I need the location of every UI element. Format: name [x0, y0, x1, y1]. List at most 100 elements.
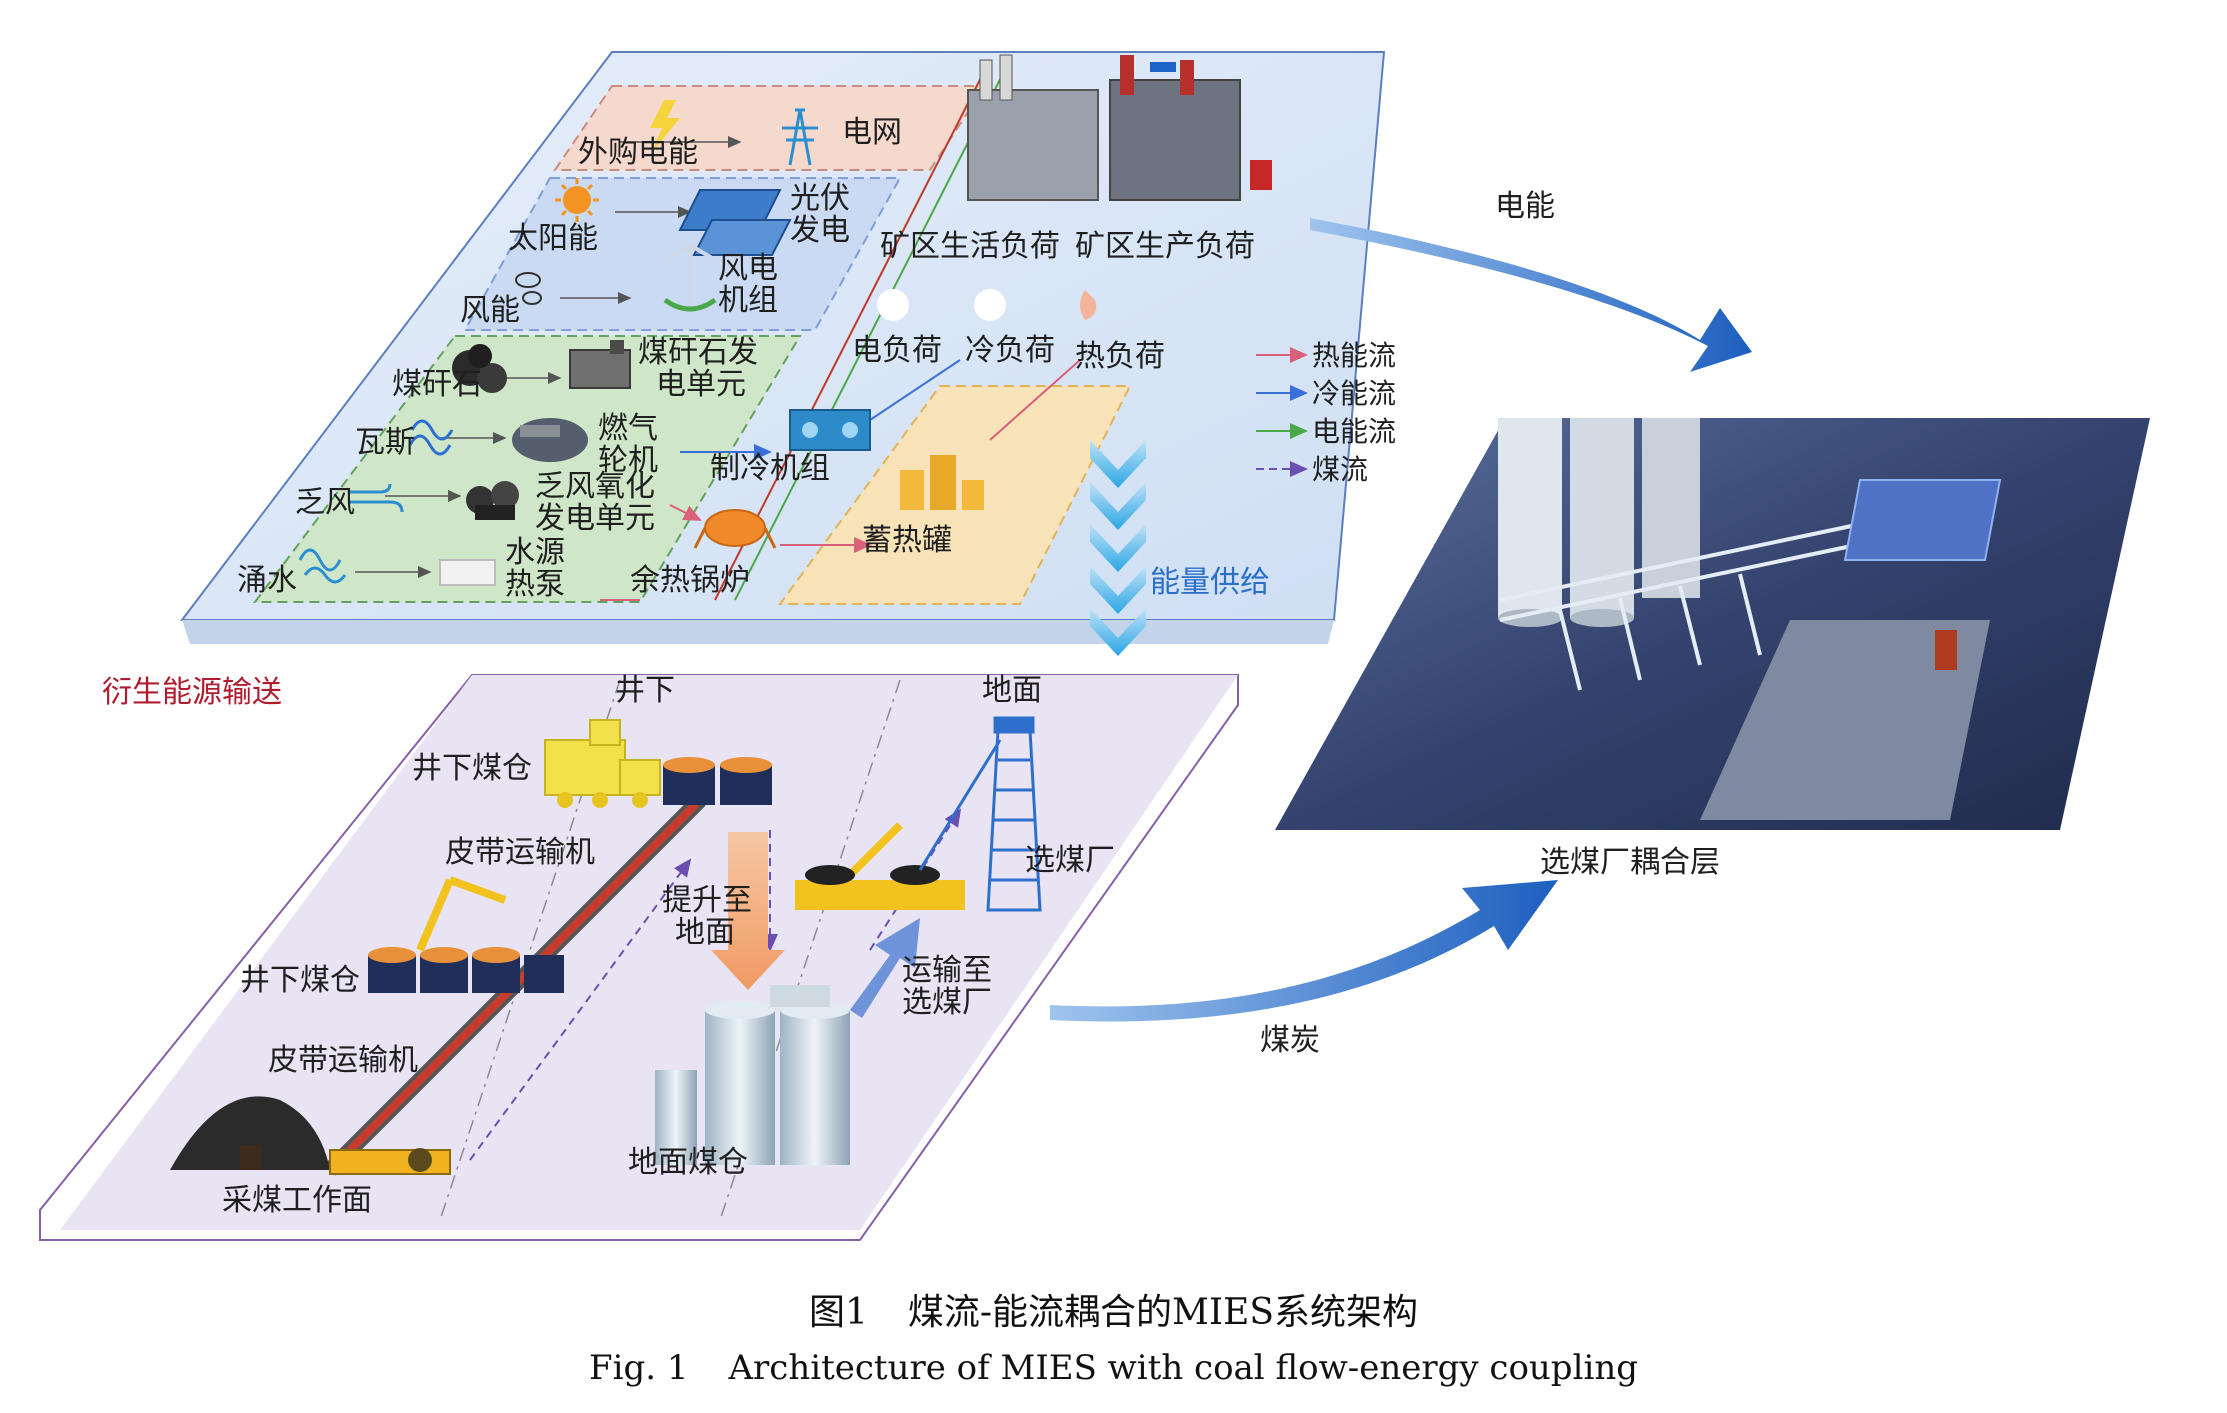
- caption-en-prefix: Fig. 1: [588, 1348, 689, 1388]
- label-pv-line2: 发电: [790, 213, 850, 248]
- label-purchased-power: 外购电能: [578, 135, 698, 170]
- boiler-icon: [693, 509, 777, 549]
- gas-icon: [408, 419, 454, 456]
- label-heating-load: 热负荷: [1075, 339, 1165, 374]
- mine-cars-top-icon: [663, 757, 772, 805]
- surface-silo-icon: [655, 985, 850, 1165]
- label-waste-heat-boiler: 余热锅炉: [630, 563, 750, 598]
- legend-item-coal: 煤流: [1256, 453, 1368, 486]
- wind-swirl-icon: [515, 272, 542, 305]
- label-surface-bunker: 地面煤仓: [628, 1145, 748, 1180]
- label-vam: 乏风: [295, 485, 355, 520]
- caption-en-title: Architecture of MIES with coal flow-ener…: [728, 1348, 1638, 1388]
- label-belt-conveyor-bottom: 皮带运输机: [268, 1043, 418, 1078]
- label-underground-bunker-mid: 井下煤仓: [240, 963, 360, 998]
- vam-unit-icon: [466, 481, 519, 520]
- label-mining-face: 采煤工作面: [222, 1183, 372, 1218]
- shearer-icon: [329, 1148, 451, 1175]
- coal-pile-icon: [170, 1096, 330, 1170]
- label-production-load: 矿区生产负荷: [1075, 229, 1255, 264]
- coal-gangue-icon: [452, 344, 507, 393]
- label-grid: 电网: [842, 115, 902, 150]
- label-underground: 井下: [615, 673, 675, 708]
- label-wind: 风能: [460, 293, 520, 328]
- washery-coupling-layer: 选煤厂耦合层: [1275, 418, 2150, 880]
- label-wind-unit-line2: 机组: [718, 283, 778, 318]
- figure-caption-en: Fig. 1 Architecture of MIES with coal flo…: [0, 1348, 2227, 1388]
- label-underground-bunker-top: 井下煤仓: [412, 751, 532, 786]
- label-solar: 太阳能: [508, 221, 598, 256]
- label-electric-energy: 电能: [1495, 189, 1555, 224]
- gangue-generator-icon: [569, 340, 631, 389]
- power-plant-icon: [967, 54, 1272, 201]
- label-heat-pump-line1: 水源: [505, 535, 565, 570]
- sun-icon: [555, 178, 599, 222]
- chiller-icon: [789, 409, 871, 451]
- electric-energy-arrow: 电能: [1310, 189, 1752, 372]
- washery-building-icon: [1700, 479, 2002, 820]
- renewables-zone: [463, 177, 902, 331]
- label-coal: 煤炭: [1260, 1023, 1320, 1058]
- label-hoist-line1: 提升至: [662, 883, 752, 918]
- label-living-load: 矿区生活负荷: [880, 229, 1060, 264]
- transport-arrow: [850, 918, 920, 1018]
- energy-layer-shadow: [182, 620, 1334, 644]
- energy-supply-arrow: 能量供给: [1090, 440, 1270, 656]
- transmission-tower-icon: [782, 108, 818, 166]
- label-surface: 地面: [982, 673, 1042, 708]
- label-chiller: 制冷机组: [710, 451, 830, 486]
- label-gas: 瓦斯: [355, 425, 415, 460]
- label-gas-turbine-line1: 燃气: [598, 411, 658, 446]
- label-transport-line1: 运输至: [902, 953, 992, 988]
- coal-arrow: 煤炭: [1050, 880, 1558, 1058]
- gas-turbine-icon: [512, 418, 588, 462]
- washery-render-panel: [1275, 418, 2150, 830]
- label-cooling-load: 冷负荷: [965, 333, 1055, 368]
- legend-label-coal: 煤流: [1312, 453, 1368, 486]
- lightning-icon: [650, 100, 680, 152]
- heat-pump-icon: [439, 559, 496, 586]
- hoist-arrow: [711, 832, 785, 990]
- label-wind-unit-line1: 风电: [718, 251, 778, 286]
- figure-caption-cn: 图1 煤流-能流耦合的MIES系统架构: [0, 1283, 2227, 1335]
- energy-layer: 外购电能 电网 太阳能 光伏 发电 风能 风电 机组 矿区生活负荷 矿区生产负荷…: [179, 51, 1386, 644]
- wind-turbine-icon: [663, 243, 717, 312]
- label-energy-supply: 能量供给: [1150, 565, 1270, 600]
- coal-flow-layer: 井下 地面 井下煤仓 皮带运输机 提升至 地面 选煤厂 井下煤仓 运输至 选煤厂…: [39, 673, 1239, 1241]
- excavator-icon: [795, 822, 965, 910]
- label-hoist-line2: 地面: [675, 915, 735, 950]
- mine-cars-mid-icon: [368, 876, 564, 993]
- mine-water-icon: [298, 548, 347, 584]
- label-coal-gangue: 煤矸石: [392, 367, 482, 402]
- label-mine-water: 涌水: [237, 563, 297, 598]
- label-heat-storage: 蓄热罐: [862, 523, 952, 558]
- legend: 热能流 冷能流 电能流 煤流: [1256, 339, 1396, 486]
- label-derived-energy: 衍生能源输送: [102, 675, 282, 710]
- load-icons: [877, 289, 1097, 321]
- heat-storage-icon: [900, 455, 984, 510]
- legend-label-cold: 冷能流: [1312, 377, 1396, 410]
- label-washery: 选煤厂: [1025, 843, 1115, 878]
- label-washery-coupling-layer: 选煤厂耦合层: [1540, 845, 1720, 880]
- solar-panel-icon: [678, 189, 792, 256]
- label-gangue-gen-line2: 电单元: [656, 367, 746, 402]
- label-electric-load: 电负荷: [852, 333, 942, 368]
- caption-cn-title: 煤流-能流耦合的MIES系统架构: [907, 1292, 1419, 1333]
- ventilation-air-icon: [350, 483, 404, 513]
- coal-derived-zone: [252, 335, 802, 603]
- washery-conveyor-icon: [1499, 518, 1881, 691]
- locomotive-icon: [544, 719, 661, 808]
- label-vam-unit-line2: 发电单元: [535, 501, 655, 536]
- headframe-tower-icon: [918, 716, 1042, 912]
- legend-label-power: 电能流: [1312, 415, 1396, 448]
- label-gas-turbine-line2: 轮机: [598, 443, 658, 478]
- caption-cn-prefix: 图1: [808, 1292, 868, 1333]
- label-gangue-gen-line1: 煤矸石发: [638, 335, 758, 370]
- legend-item-power: 电能流: [1256, 415, 1396, 448]
- label-heat-pump-line2: 热泵: [505, 567, 565, 602]
- label-transport-line2: 选煤厂: [902, 985, 992, 1020]
- legend-label-heat: 热能流: [1312, 339, 1396, 372]
- legend-item-cold: 冷能流: [1256, 377, 1396, 410]
- legend-item-heat: 热能流: [1256, 339, 1396, 372]
